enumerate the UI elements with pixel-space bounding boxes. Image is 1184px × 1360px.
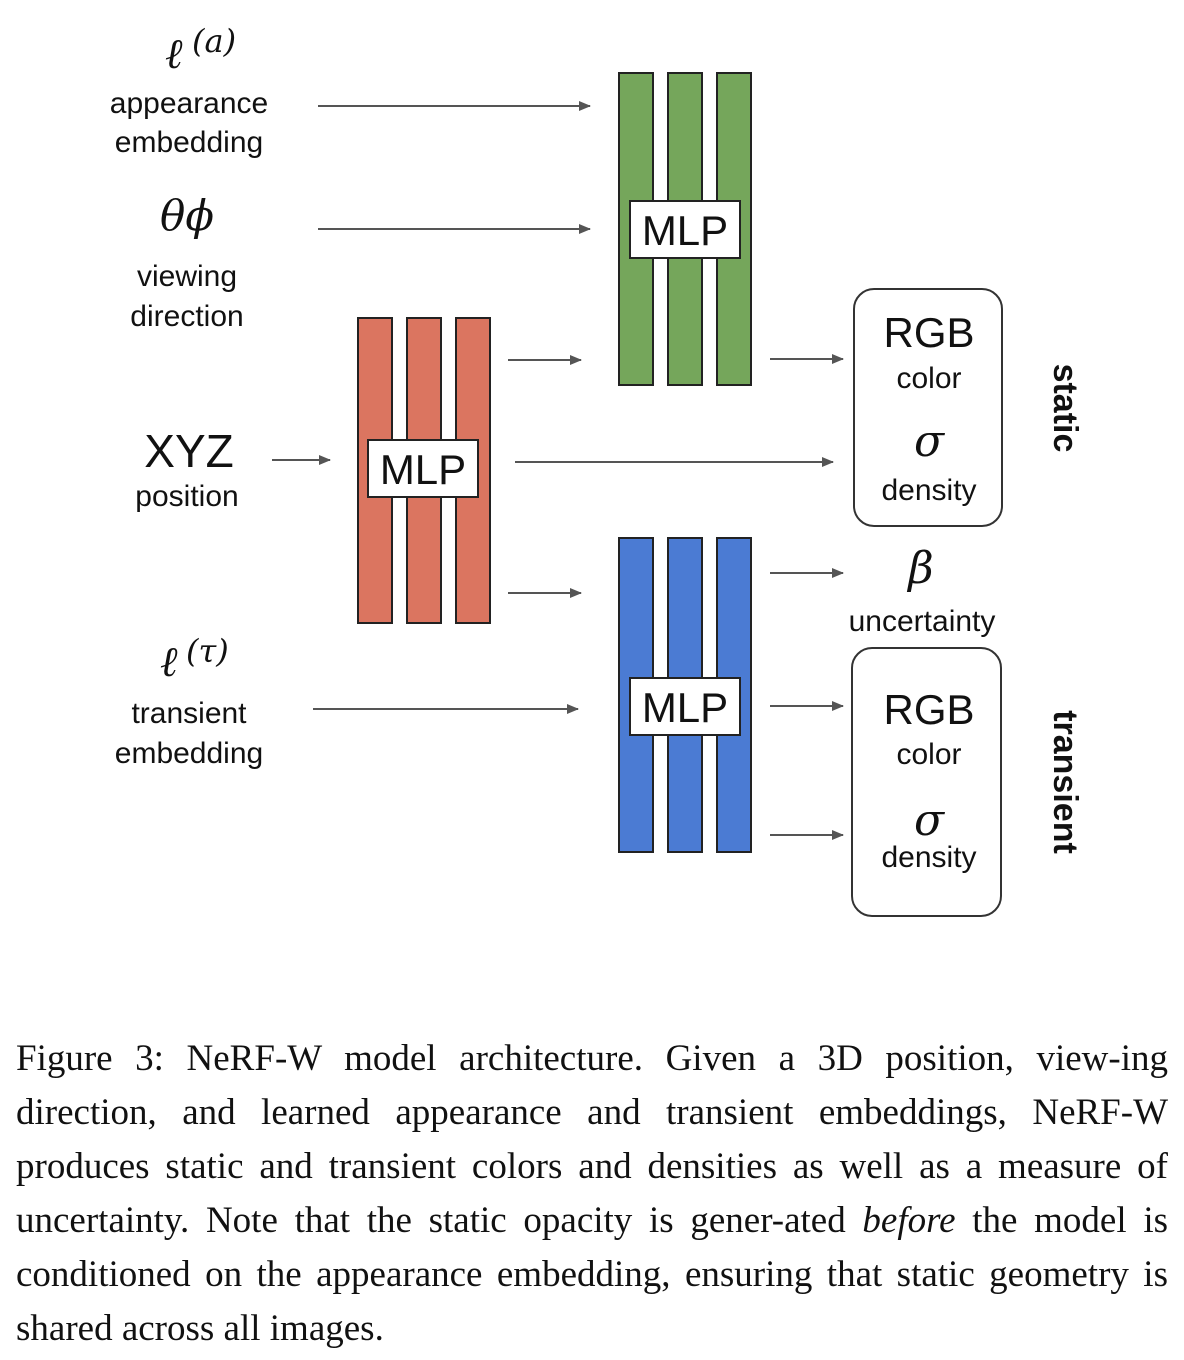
transient-color-label: color [896,738,961,771]
transient-embedding-input: ℓ (τ) transient embedding [115,632,263,770]
viewing-direction-label-line2: direction [130,300,243,333]
appearance-embedding-label-line1: appearance [110,87,268,120]
static-mlp-label: MLP [642,207,728,254]
transient-side-label: transient [1046,710,1084,854]
appearance-embedding-input: ℓ (a) appearance embedding [110,22,268,159]
static-side-label: static [1046,364,1084,453]
transient-embedding-symbol: ℓ [160,637,178,686]
transient-sigma-symbol: σ [914,795,946,846]
static-output-box: RGB color σ density [853,288,1003,527]
static-sigma-symbol: σ [914,416,946,467]
transient-mlp-label: MLP [642,684,728,731]
position-label: position [135,480,238,513]
base-mlp-label-box [367,439,479,498]
appearance-embedding-superscript: (a) [192,22,236,60]
transient-output-frame [851,647,1002,917]
transient-embedding-label-line2: embedding [115,737,263,770]
transient-output-box: RGB color σ density [851,647,1002,917]
transient-embedding-superscript: (τ) [186,632,229,670]
viewing-direction-label-line1: viewing [137,260,237,293]
figure-caption: Figure 3: NeRF-W model architecture. Giv… [16,1032,1168,1356]
caption-emphasis: before [862,1200,956,1241]
transient-density-label: density [881,841,976,874]
static-mlp-block: MLP [618,72,752,386]
static-density-label: density [881,474,976,507]
transient-mlp-label-box [629,677,741,736]
transient-embedding-label-line1: transient [131,697,247,730]
transient-mlp-block: MLP [618,537,752,853]
static-rgb-label: RGB [883,309,974,356]
xyz-position-input: XYZ position [135,425,238,513]
base-mlp-block: MLP [357,317,491,624]
transient-rgb-label: RGB [883,686,974,733]
appearance-embedding-symbol: ℓ [165,29,183,78]
xyz-title: XYZ [144,425,233,477]
caption-text-end: the model is conditioned on the appearan… [16,1200,1168,1349]
static-mlp-label-box [629,200,741,259]
beta-symbol: β [906,543,933,594]
static-color-label: color [896,362,961,395]
uncertainty-label: uncertainty [849,605,996,638]
viewing-direction-input: θϕ viewing direction [130,191,243,333]
viewing-direction-symbol: θϕ [160,191,214,240]
uncertainty-output: β uncertainty [849,543,996,638]
nerf-w-architecture-diagram: ℓ (a) appearance embedding θϕ viewing di… [110,22,1084,917]
base-mlp-label: MLP [380,446,466,493]
static-output-frame [853,288,1003,527]
caption-text-start: Figure 3: NeRF-W model architecture. Giv… [16,1038,1168,1241]
appearance-embedding-label-line2: embedding [115,126,263,159]
